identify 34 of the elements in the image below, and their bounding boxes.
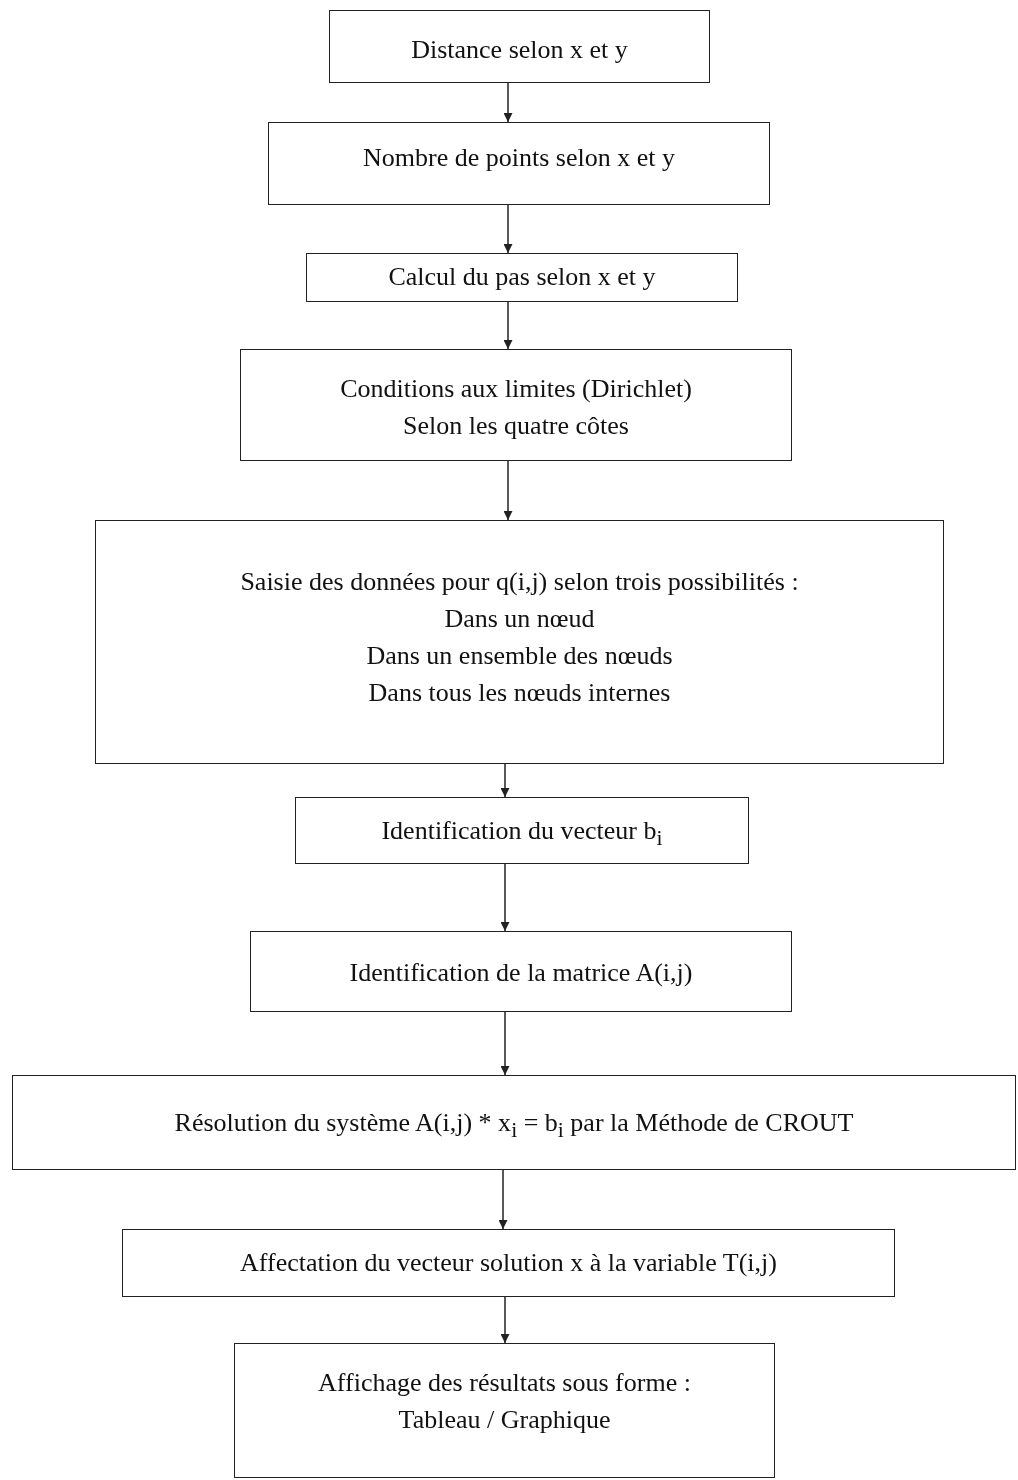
box-text: Affectation du vecteur solution x à la variable T(i,j) [240,1247,777,1279]
box-text: Dans un nœud [444,603,595,635]
arrow [500,763,510,798]
arrow [498,1169,508,1230]
box-text: Identification du vecteur b$_{i}$ [381,815,663,853]
box-text: Distance selon x et y [411,34,628,66]
process-box [250,931,792,1012]
box-text: Tableau / Graphique [398,1404,611,1436]
box-text: Dans tous les nœuds internes [368,677,671,709]
process-box [295,797,749,864]
process-box [12,1075,1016,1170]
process-box [234,1343,775,1478]
box-text: Calcul du pas selon x et y [388,261,656,293]
box-text: Dans un ensemble des nœuds [366,640,673,672]
process-box [240,349,792,461]
box-text: Saisie des données pour q(i,j) selon trois possibilités : [240,566,799,598]
process-box [122,1229,895,1297]
arrow [500,863,510,932]
process-box [268,122,770,205]
box-text: Nombre de points selon x et y [363,142,675,174]
process-box [306,253,738,302]
box-text: Selon les quatre côtes [403,410,629,442]
box-text: Conditions aux limites (Dirichlet) [340,373,692,405]
process-box [329,10,710,83]
arrow [503,301,513,350]
box-text: Identification de la matrice A(i,j) [349,957,693,989]
arrow [500,1011,510,1076]
arrow [503,82,513,123]
box-text: Résolution du système A(i,j) * x$_{i}$ = b$_{i}$ par la Méthode de CROUT [174,1107,854,1145]
arrow [503,460,513,521]
arrow [503,204,513,254]
arrow [500,1296,510,1344]
box-text: Affichage des résultats sous forme : [318,1367,691,1399]
process-box [95,520,944,764]
